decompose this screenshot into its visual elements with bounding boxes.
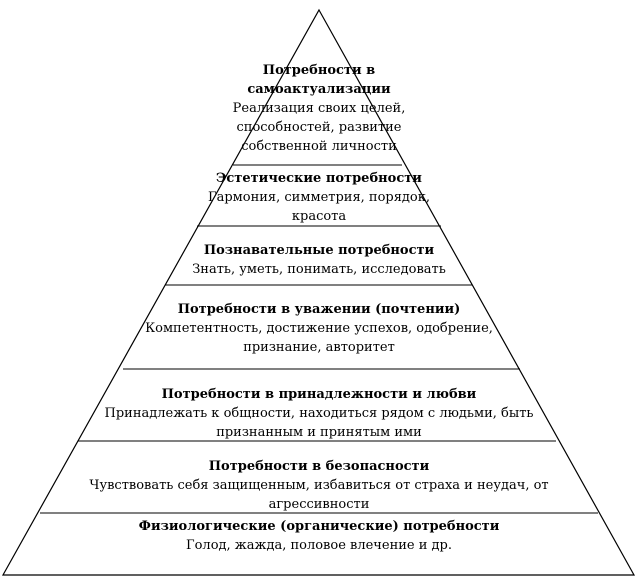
tier-desc-line: Знать, уметь, понимать, исследовать [192,262,446,277]
tier-title-line: Эстетические потребности [216,171,422,186]
tier-physiological: Физиологические (органические) потребнос… [39,517,599,555]
pyramid-triangle [1,8,636,576]
tier-cognitive: Познавательные потребности Знать, уметь,… [149,241,489,279]
tier-desc-line: признанным и принятым ими [216,425,422,440]
tier-desc-line: Реализация своих целей, [232,101,406,116]
tier-desc-line: Компетентность, достижение успехов, одоб… [145,321,493,336]
tier-title-line: Потребности в [262,63,376,78]
tier-aesthetic: Эстетические потребности Гармония, симме… [169,169,469,226]
tier-desc-line: агрессивности [268,497,370,512]
tier-title-line: Познавательные потребности [203,243,435,258]
tier-safety: Потребности в безопасности Чувствовать с… [54,457,584,514]
tier-desc-line: Принадлежать к общности, находиться рядо… [104,406,534,421]
tier-desc-line: Голод, жажда, половое влечение и др. [186,538,452,553]
tier-title-line: самоактуализации [247,82,391,97]
tier-desc-line: красота [291,209,347,224]
tier-desc-line: Чувствовать себя защищенным, избавиться … [89,478,549,493]
tier-desc-line: признание, авторитет [243,340,395,355]
tier-esteem: Потребности в уважении (почтении) Компет… [119,300,519,357]
tier-belonging-love: Потребности в принадлежности и любви При… [79,385,559,442]
tier-title-line: Потребности в принадлежности и любви [161,387,477,402]
tier-self-actualization: Потребности в самоактуализации Реализаци… [219,61,419,156]
tier-desc-line: собственной личности [241,139,397,154]
tier-title-line: Физиологические (органические) потребнос… [138,519,500,534]
tier-title-line: Потребности в безопасности [208,459,430,474]
tier-title-line: Потребности в уважении (почтении) [177,302,461,317]
tier-desc-line: Гармония, симметрия, порядок, [207,190,431,205]
tier-desc-line: способностей, развитие [236,120,402,135]
